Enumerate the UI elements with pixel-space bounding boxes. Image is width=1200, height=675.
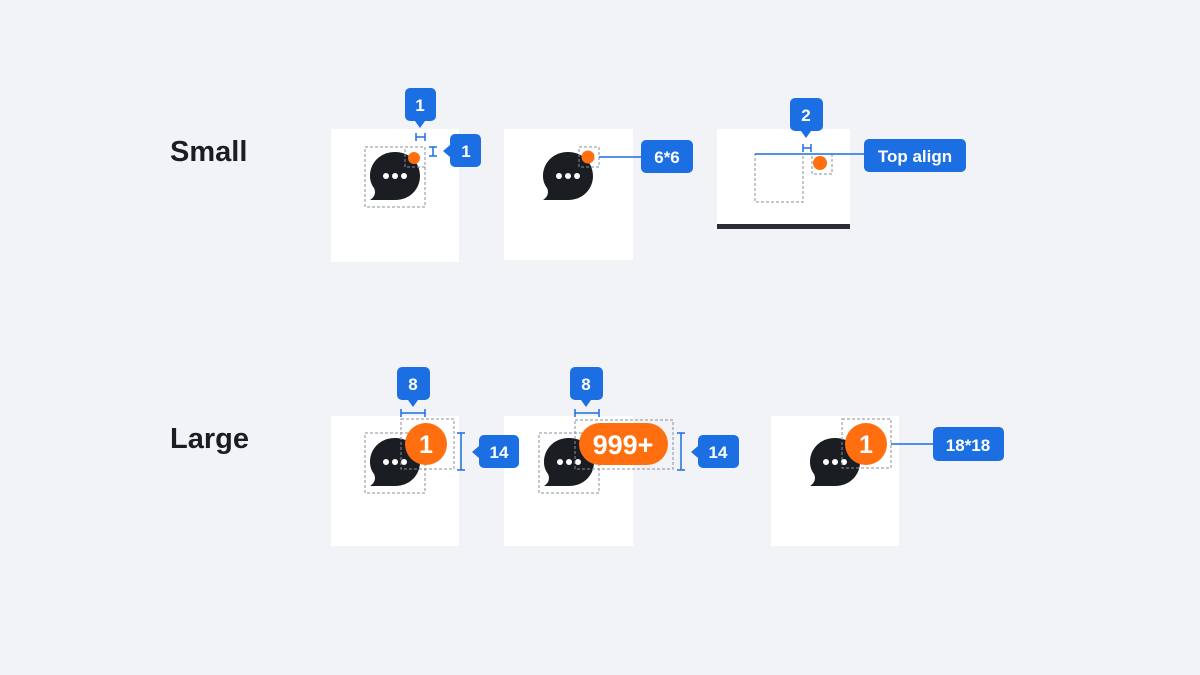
count-badge bbox=[405, 423, 447, 465]
callout-dot-size-text: 6*6 bbox=[654, 148, 680, 167]
callout-height-long-text: 14 bbox=[709, 443, 728, 462]
callout-height-long: 14 bbox=[691, 435, 739, 468]
tab-label-guide-box bbox=[754, 153, 804, 203]
gap-x-marker bbox=[415, 133, 426, 141]
dot-badge bbox=[813, 156, 827, 170]
callout-gap-x: 1 bbox=[405, 88, 436, 128]
badge-guide-box bbox=[574, 419, 674, 470]
item-label: 라벨 bbox=[547, 220, 591, 247]
callout-height-short: 14 bbox=[472, 435, 519, 468]
item-label: 라벨 bbox=[373, 224, 417, 251]
callout-gap-y: 1 bbox=[443, 134, 481, 167]
callout-gap-x-text: 1 bbox=[415, 96, 424, 115]
badge-guide-box bbox=[400, 418, 455, 470]
tab-label: 라벨 bbox=[759, 168, 799, 193]
height-marker bbox=[457, 432, 465, 471]
tab-gap-marker bbox=[802, 144, 812, 152]
overlap-marker bbox=[400, 409, 426, 417]
height-marker bbox=[677, 432, 685, 471]
section-label-small: Small bbox=[170, 136, 248, 168]
icon-guide-box bbox=[364, 146, 426, 208]
callout-height-short-text: 14 bbox=[490, 443, 509, 462]
callout-dot-size: 6*6 bbox=[641, 140, 693, 173]
callout-top-align-text: Top align bbox=[878, 147, 952, 166]
callout-top-align: Top align bbox=[864, 139, 966, 172]
card-small-tab bbox=[717, 129, 850, 229]
callout-overlap-short-text: 8 bbox=[408, 375, 417, 394]
dot-badge bbox=[581, 150, 595, 164]
count-badge bbox=[845, 423, 887, 465]
count-badge-text: 1 bbox=[859, 431, 873, 459]
callout-gap-y-text: 1 bbox=[461, 142, 470, 161]
count-badge bbox=[579, 423, 668, 465]
count-badge-text: 1 bbox=[419, 431, 433, 459]
count-badge-text: 999+ bbox=[593, 430, 654, 460]
section-label-large: Large bbox=[170, 423, 249, 455]
item-label: 라벨 bbox=[373, 507, 417, 534]
dot-badge bbox=[408, 152, 420, 164]
callout-badge-size: 18*18 bbox=[933, 427, 1004, 461]
item-label: 라벨 bbox=[547, 507, 591, 534]
callout-overlap-long-text: 8 bbox=[581, 375, 590, 394]
callout-tab-gap: 2 bbox=[790, 98, 823, 138]
callout-overlap-long: 8 bbox=[570, 367, 603, 407]
callout-tab-gap-text: 2 bbox=[801, 106, 810, 125]
tab-indicator bbox=[717, 224, 850, 229]
overlap-marker bbox=[574, 409, 600, 417]
item-label: 라벨 bbox=[813, 507, 857, 534]
badge-guide-box bbox=[404, 146, 426, 168]
gap-y-marker bbox=[429, 146, 437, 157]
callout-badge-size-text: 18*18 bbox=[946, 436, 990, 455]
callout-overlap-short: 8 bbox=[397, 367, 430, 407]
badge-guide-box bbox=[841, 418, 892, 469]
